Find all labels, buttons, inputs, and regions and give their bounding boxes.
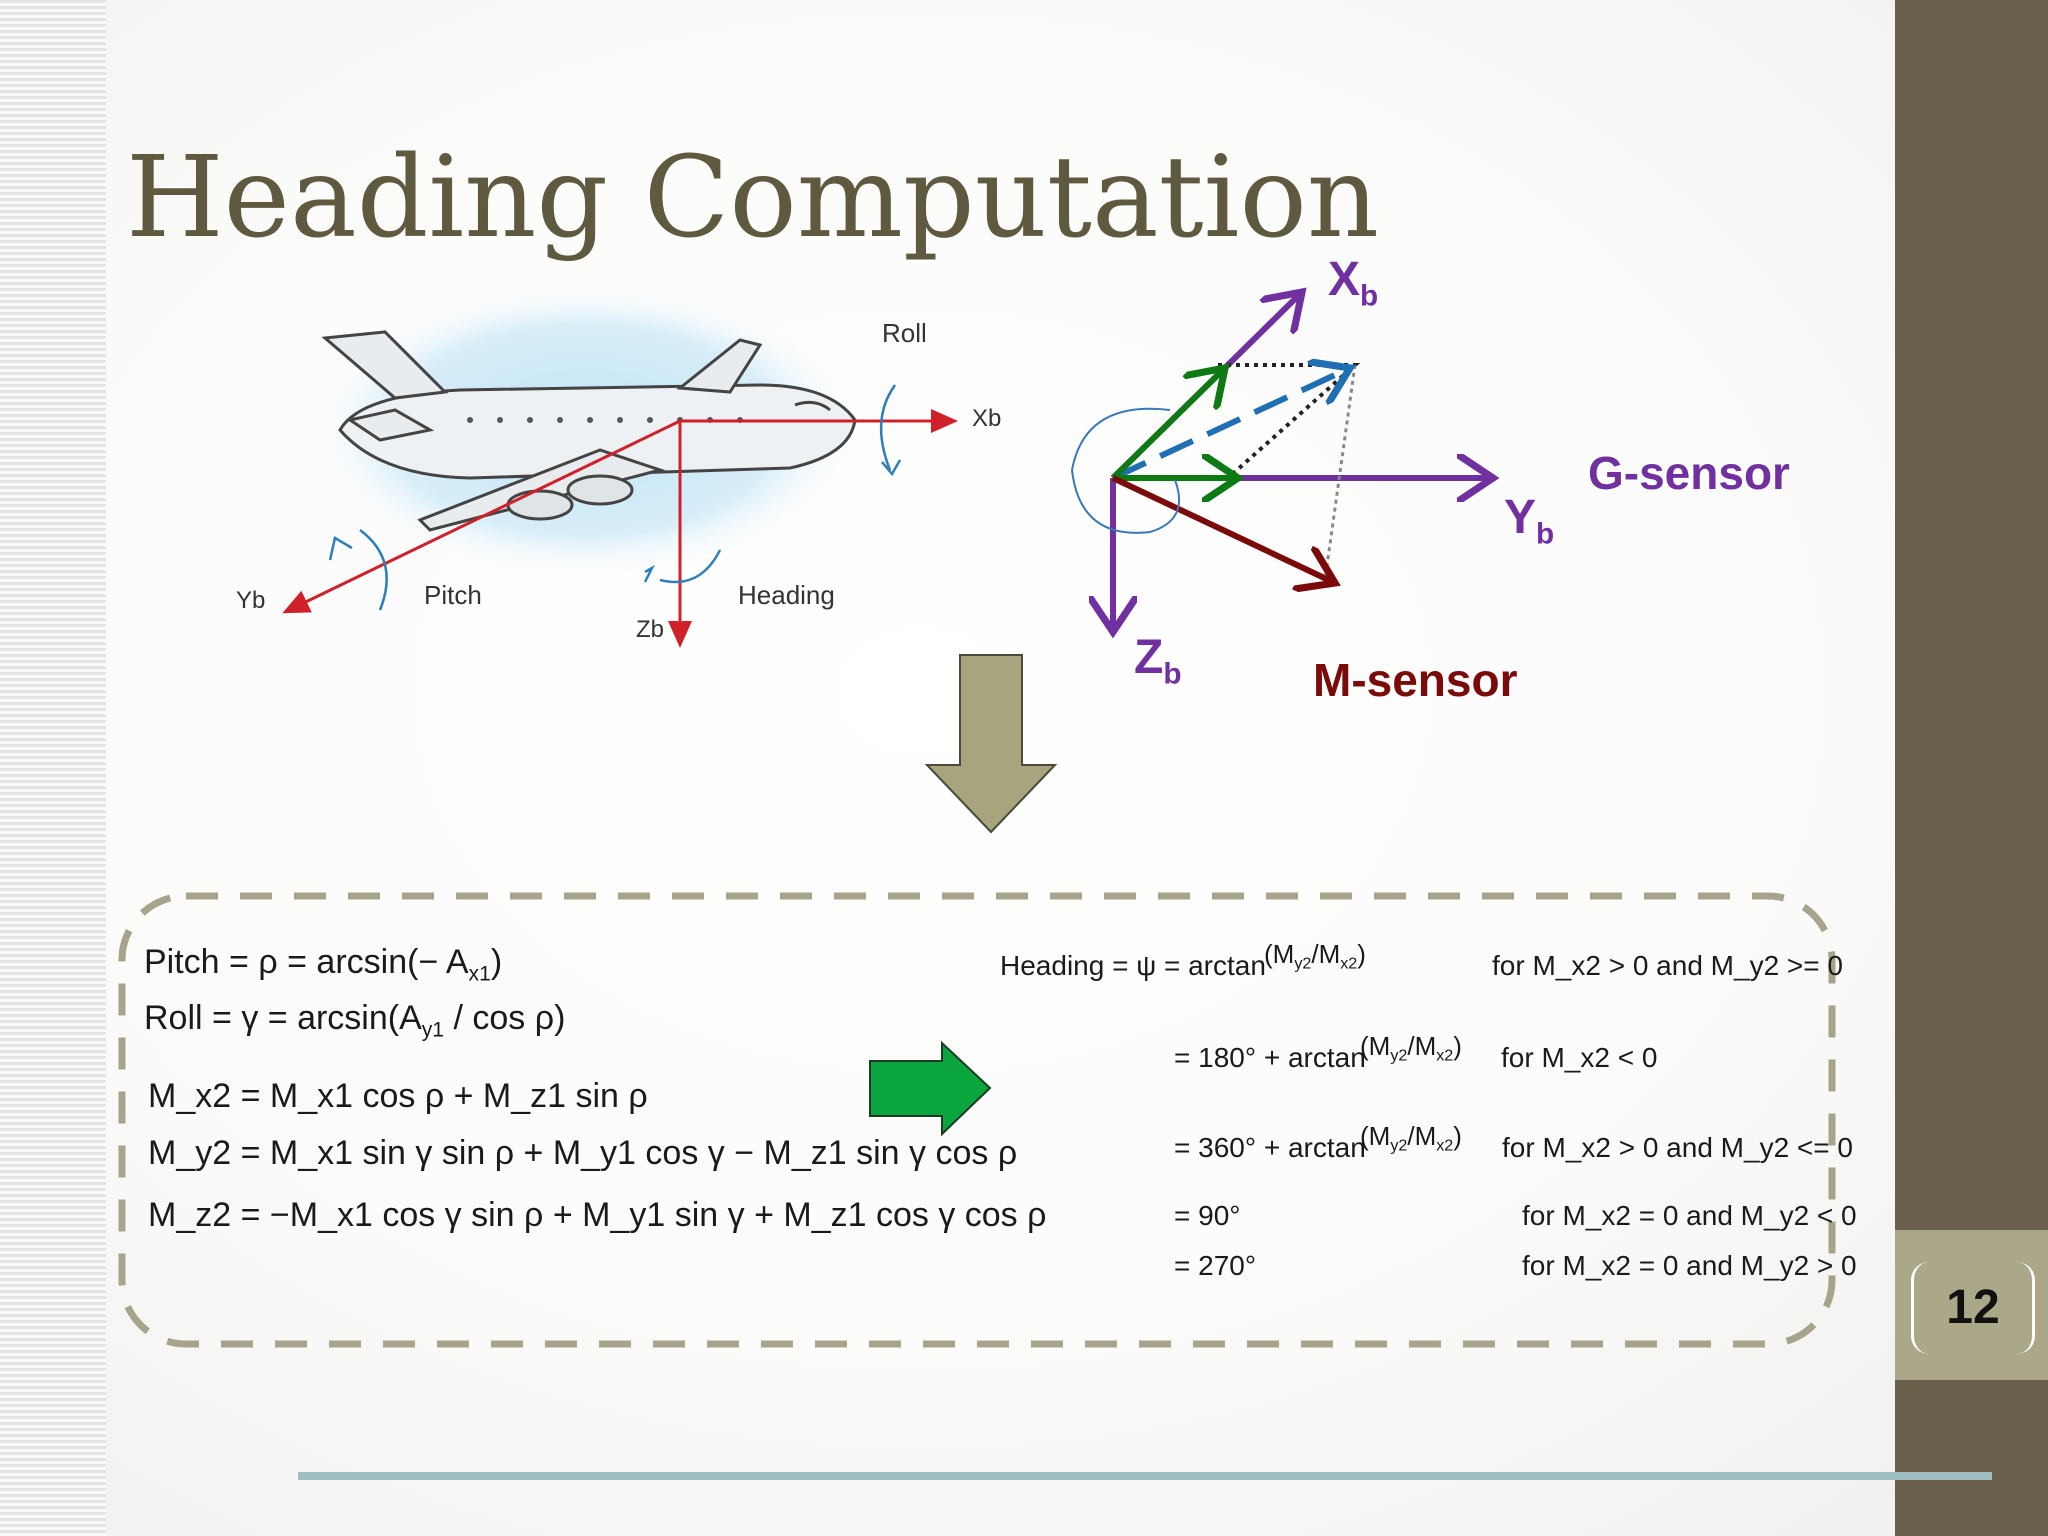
m-sensor-label: M-sensor	[1313, 654, 1518, 706]
yb-sensor-label: Yb	[1504, 491, 1555, 551]
yb-airplane-label: Yb	[236, 587, 266, 614]
heading-condition-2: for M_x2 < 0	[1501, 1042, 1658, 1073]
roll-label: Roll	[882, 318, 927, 348]
slide-title: Heading Computation	[126, 133, 1379, 263]
page-number: 12	[1946, 1281, 2000, 1334]
mx2-equation: M_x2 = M_x1 cos ρ + M_z1 sin ρ	[148, 1077, 648, 1115]
heading-condition-5: for M_x2 = 0 and M_y2 > 0	[1522, 1250, 1857, 1281]
heading-condition-1: for M_x2 > 0 and M_y2 >= 0	[1492, 950, 1843, 981]
heading-equation-lhs: Heading = ψ = arctan	[1000, 950, 1266, 981]
right-arrow	[869, 1040, 992, 1137]
xb-airplane-label: Xb	[972, 405, 1002, 432]
my2-equation: M_y2 = M_x1 sin γ sin ρ + M_y1 cos γ − M…	[148, 1134, 1018, 1172]
heading-label: Heading	[738, 580, 835, 610]
equations-dashed-box	[118, 892, 1836, 1348]
heading-equation-row4: = 90°	[1174, 1200, 1241, 1231]
page-number-tab	[1895, 1230, 2048, 1380]
mz2-equation: M_z2 = −M_x1 cos γ sin ρ + M_y1 sin γ + …	[148, 1196, 1047, 1234]
roll-equation: Roll = γ = arcsin(Ay1 / cos ρ)	[144, 999, 566, 1042]
heading-equation-row3: = 360° + arctan	[1174, 1132, 1366, 1163]
heading-condition-4: for M_x2 = 0 and M_y2 < 0	[1522, 1200, 1857, 1231]
g-sensor-label: G-sensor	[1588, 447, 1790, 499]
heading-fraction-1: (My2/Mx2)	[1264, 939, 1366, 973]
heading-fraction-3: (My2/Mx2)	[1360, 1121, 1462, 1155]
left-stripe-decoration	[0, 0, 106, 1536]
heading-condition-3: for M_x2 > 0 and M_y2 <= 0	[1502, 1132, 1853, 1163]
heading-fraction-2: (My2/Mx2)	[1360, 1031, 1462, 1065]
down-arrow	[924, 654, 1058, 834]
airplane-diagram	[282, 280, 958, 648]
bottom-divider-line	[298, 1472, 1992, 1480]
zb-airplane-label: Zb	[636, 616, 665, 643]
pitch-label: Pitch	[424, 580, 482, 610]
sensor-vector-diagram	[1070, 292, 1493, 632]
xb-sensor-label: Xb	[1328, 253, 1379, 313]
pitch-equation: Pitch = ρ = arcsin(− Ax1)	[144, 943, 503, 986]
heading-equation-row2: = 180° + arctan	[1174, 1042, 1366, 1073]
zb-sensor-label: Zb	[1134, 631, 1182, 691]
heading-equation-row5: = 270°	[1174, 1250, 1257, 1281]
page-number-bracket	[1911, 1262, 2035, 1354]
